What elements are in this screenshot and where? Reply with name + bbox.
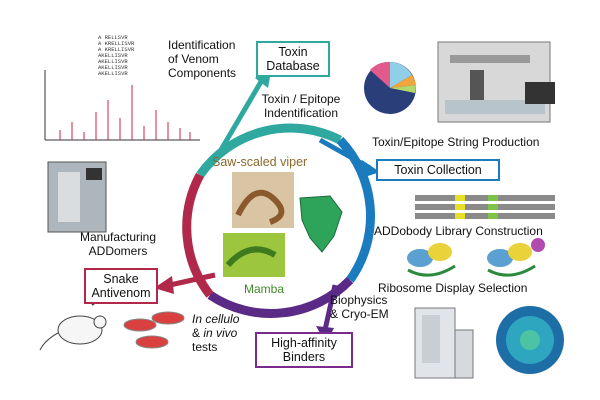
biophysics-label: Biophysics & Cryo-EM [330,293,389,321]
sequence-line: AKELLISVR [98,70,128,77]
pie-chart-icon [364,61,417,114]
sequence-line: A KRELLISVR [98,40,135,47]
cycle-arc-top [196,123,343,178]
snake-antivenom-box: Snake Antivenom [84,268,158,304]
sequence-line: AKELLISVR [98,58,128,65]
in-cellulo-label: In cellulo & in vivo tests [192,312,240,354]
mass-spectrum-icon [44,70,200,141]
mamba-image [223,233,285,277]
saw-scaled-viper-label: Saw-scaled viper [212,155,308,169]
identification-label: Identification of Venom Components [168,38,237,80]
cryo-em-microscope-icon [414,307,474,379]
ribosome-display-label: Ribosome Display Selection [378,281,528,295]
manufacturing-addomers-label: Manufacturing ADDomers [79,230,157,258]
arrow-to-binders [322,284,338,331]
saw-scaled-viper-image [232,172,294,228]
sequence-line: AKELLISVR [98,52,128,59]
sequence-line: A KRELLISVR [98,46,135,53]
sequence-list: A RELLSVR A KRELLISVR A KRELLISVR AKELLI… [98,35,134,77]
petri-dish-icon [123,311,185,349]
arrow-to-database [212,78,265,162]
addomer-particle-icon [496,306,564,374]
arrowhead-antivenom [154,276,174,294]
toxin-epitope-string-production-label: Toxin/Epitope String Production [372,135,540,149]
liquid-handler-icon [437,41,555,123]
arrow-to-antivenom [169,272,216,288]
cycle-arc-left [182,172,214,298]
high-affinity-binders-box: High-affinity Binders [255,332,353,368]
toxin-database-box: Toxin Database [256,41,330,77]
toxin-collection-box: Toxin Collection [376,159,500,181]
addobody-library-icon [415,195,555,219]
sequence-line: AKELLISVR [98,64,128,71]
toxin-epitope-identification-label: Toxin / Epitope Indentification [261,92,341,120]
arrow-to-collection [318,137,372,171]
africa-map-icon [299,195,343,253]
addobody-library-label: ADDobody Library Construction [374,224,543,238]
arrowhead-collection [362,160,380,178]
mamba-label: Mamba [244,282,285,296]
sequence-line: A RELLSVR [98,34,128,41]
ribosome-display-icon [407,238,545,277]
bioreactor-icon [47,161,107,233]
